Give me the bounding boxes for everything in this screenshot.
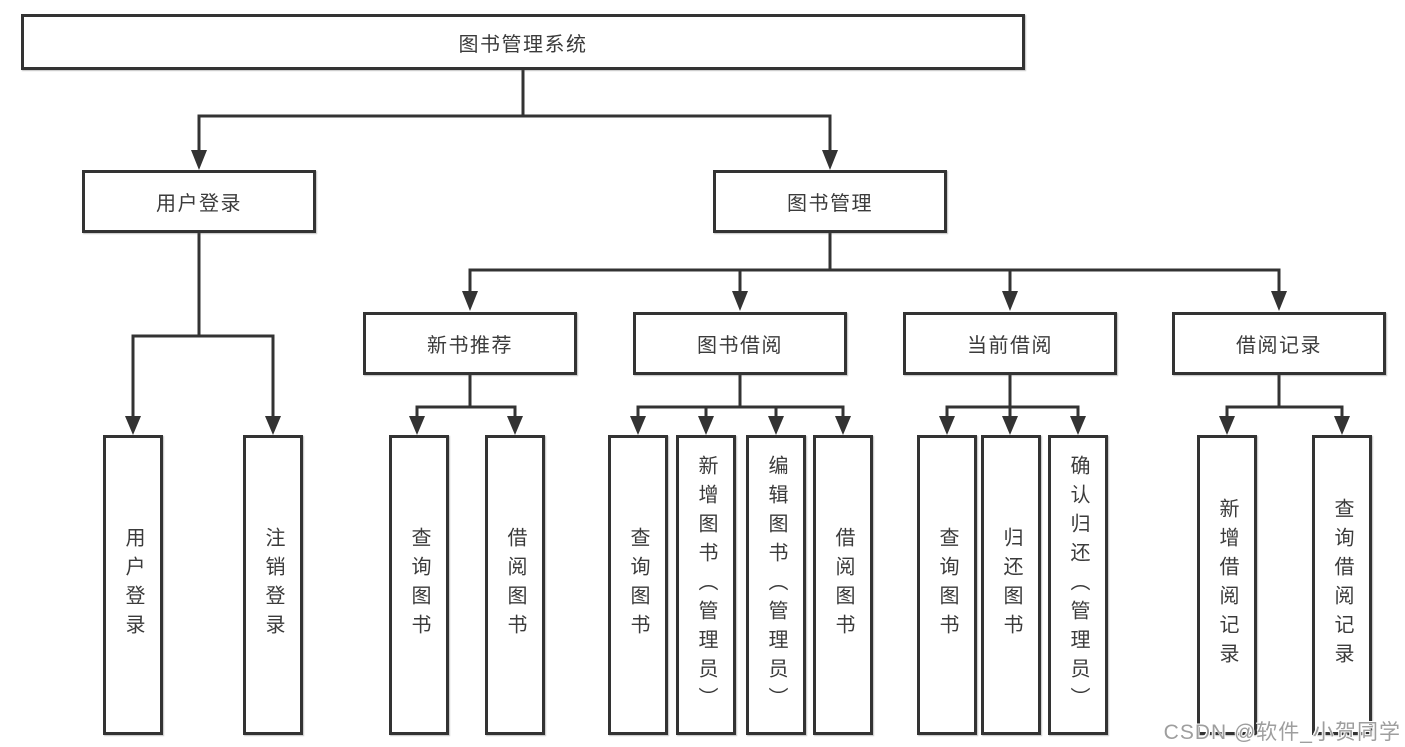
leaf-label: 注销登录 [262, 527, 284, 643]
node-label: 借阅记录 [1236, 335, 1322, 357]
node-library-management-system: 图书管理系统 [21, 14, 1025, 70]
leaf-label: 归还图书 [1000, 527, 1022, 643]
leaf-borrow-query-books: 查询图书 [608, 435, 668, 735]
csdn-watermark: CSDN @软件_小贺同学 [1163, 721, 1401, 744]
leaf-current-return-books: 归还图书 [981, 435, 1041, 735]
leaf-recommend-query-books: 查询图书 [389, 435, 449, 735]
node-book-management: 图书管理 [713, 170, 947, 233]
leaf-current-query-books: 查询图书 [917, 435, 977, 735]
node-label: 新书推荐 [427, 335, 513, 357]
leaf-records-query-borrow-record: 查询借阅记录 [1312, 435, 1372, 735]
leaf-label: 查询借阅记录 [1331, 498, 1353, 672]
node-label: 图书管理系统 [458, 33, 588, 56]
leaf-label: 查询图书 [627, 527, 649, 643]
node-book-borrow: 图书借阅 [633, 312, 847, 375]
leaf-label: 新增借阅记录 [1216, 498, 1238, 672]
leaf-label: 新增图书（管理员） [695, 454, 717, 716]
leaf-label: 确认归还（管理员） [1067, 454, 1089, 716]
leaf-label: 用户登录 [122, 527, 144, 643]
leaf-borrow-edit-books-admin: 编辑图书（管理员） [746, 435, 806, 735]
node-borrow-records: 借阅记录 [1172, 312, 1386, 375]
leaf-label: 借阅图书 [832, 527, 854, 643]
node-user-login: 用户登录 [82, 170, 316, 233]
node-label: 图书管理 [787, 193, 873, 215]
leaf-user-login: 用户登录 [103, 435, 163, 735]
leaf-borrow-borrow-books: 借阅图书 [813, 435, 873, 735]
leaf-records-add-borrow-record: 新增借阅记录 [1197, 435, 1257, 735]
leaf-logout-login: 注销登录 [243, 435, 303, 735]
leaf-current-confirm-return-admin: 确认归还（管理员） [1048, 435, 1108, 735]
leaf-recommend-borrow-books: 借阅图书 [485, 435, 545, 735]
leaf-label: 借阅图书 [504, 527, 526, 643]
node-label: 当前借阅 [967, 335, 1053, 357]
leaf-borrow-add-books-admin: 新增图书（管理员） [676, 435, 736, 735]
node-current-borrow: 当前借阅 [903, 312, 1117, 375]
leaf-label: 查询图书 [408, 527, 430, 643]
node-new-book-recommend: 新书推荐 [363, 312, 577, 375]
node-label: 用户登录 [156, 193, 242, 215]
leaf-label: 编辑图书（管理员） [765, 454, 787, 716]
leaf-label: 查询图书 [936, 527, 958, 643]
node-label: 图书借阅 [697, 335, 783, 357]
